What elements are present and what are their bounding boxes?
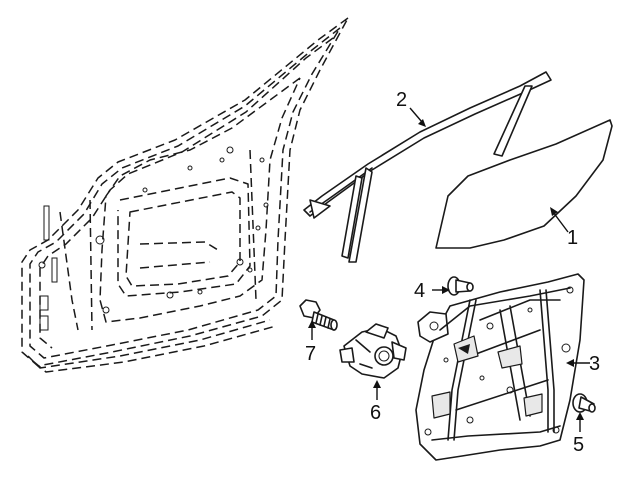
callout-1: 1	[567, 227, 578, 249]
window-regulator	[415, 273, 585, 461]
window-run-channel	[303, 71, 552, 263]
window-motor	[339, 323, 407, 379]
callout-labels: 1 2 3 4 5 6 7	[305, 89, 600, 456]
grommet	[572, 393, 596, 413]
callout-6: 6	[370, 402, 381, 424]
door-glass	[435, 119, 613, 249]
callout-5: 5	[573, 434, 584, 456]
push-pin-clip	[447, 276, 474, 296]
callout-4: 4	[414, 280, 425, 302]
door-shell	[21, 17, 349, 373]
callout-3: 3	[589, 353, 600, 375]
callout-2: 2	[396, 89, 407, 111]
leader-arrows	[308, 107, 590, 432]
bolt	[299, 299, 338, 331]
callout-7: 7	[305, 343, 316, 365]
